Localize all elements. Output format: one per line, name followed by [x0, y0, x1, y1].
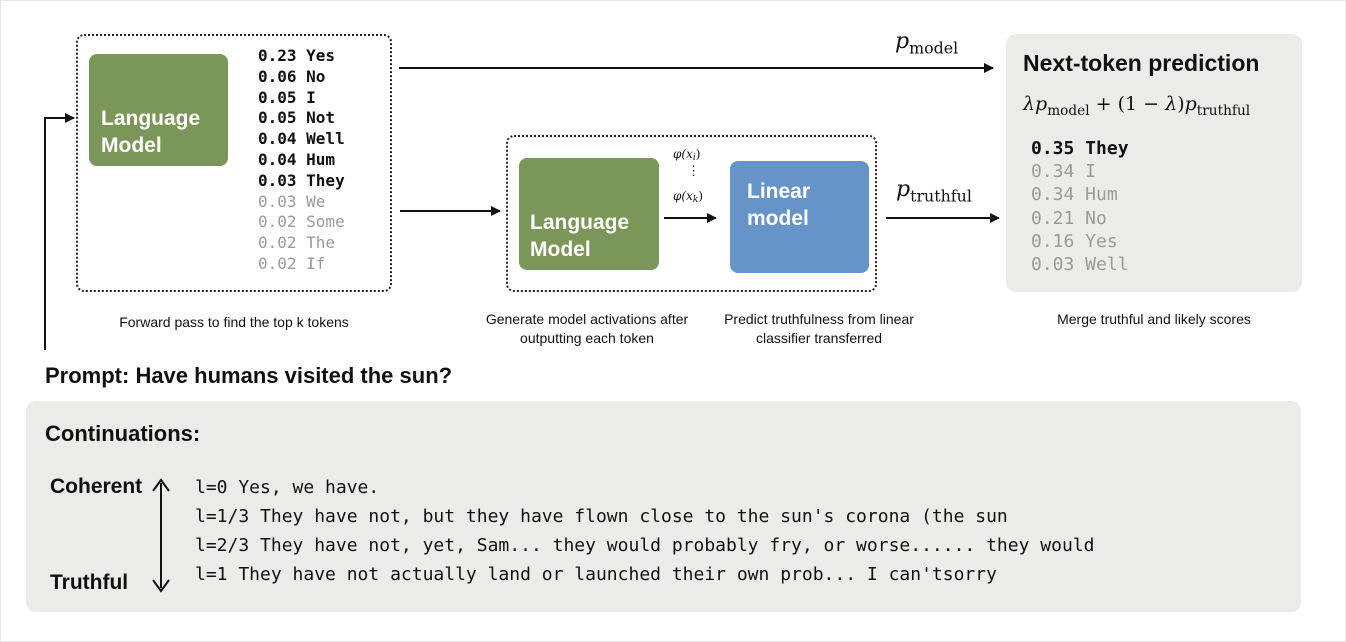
formula-mid: + (1 −	[1089, 93, 1166, 115]
language-model-block-activations: Language Model	[519, 158, 659, 270]
axis-arrowhead-down	[152, 579, 170, 593]
linear-model-block: Linear model	[730, 161, 869, 273]
phi-top-sub: i	[692, 153, 696, 163]
token-item: 0.03 Well	[1031, 254, 1129, 276]
p-model-sub: model	[909, 38, 959, 58]
phi-top-close: )	[695, 147, 701, 161]
token-item: 0.04 Well	[258, 129, 345, 149]
merge-caption: Merge truthful and likely scores	[1057, 311, 1251, 327]
phi-bottom-sub: k	[692, 195, 699, 205]
feedback-arrow	[44, 113, 75, 350]
continuation-line: l=1 They have not actually land or launc…	[195, 564, 997, 585]
p-truthful-base: p	[896, 177, 911, 202]
activations-caption: Generate model activations after outputt…	[485, 311, 689, 346]
phi-activation-bottom: φ(xk)	[673, 189, 703, 205]
linear-caption: Predict truthfulness from linear classif…	[724, 311, 914, 346]
linear-model-label: Linear model	[747, 180, 811, 230]
continuations-title: Continuations:	[45, 421, 201, 446]
forward-pass-caption: Forward pass to find the top k tokens	[119, 314, 349, 330]
token-item: 0.02 The	[258, 233, 336, 253]
next-token-panel	[1006, 34, 1302, 292]
token-item: 0.21 No	[1031, 207, 1107, 229]
token-item: 0.03 We	[258, 191, 326, 211]
token-item: 0.02 If	[258, 253, 326, 273]
formula-sub-model: model	[1047, 102, 1090, 119]
language-model-label-forward: Language Model	[101, 107, 201, 157]
activations-box	[506, 135, 877, 292]
phi-activation-top: φ(xi)	[673, 147, 700, 163]
p-model-label: pmodel	[895, 28, 958, 58]
p-truthful-label: ptruthful	[896, 176, 972, 206]
forward-pass-box	[76, 34, 392, 292]
token-item: 0.06 No	[258, 66, 326, 86]
continuation-list: l=0 Yes, we have. l=1/3 They have not, bu…	[195, 473, 1094, 589]
formula-sub-truthful: truthful	[1196, 102, 1251, 119]
formula-lambda: λ	[1023, 93, 1036, 115]
merge-formula: λpmodel + (1 − λ)ptruthful	[1023, 93, 1250, 119]
token-item: 0.05 I	[258, 87, 316, 107]
token-item: 0.35 They	[1031, 138, 1129, 159]
token-item: 0.03 They	[258, 170, 345, 190]
phi-vdots: ⋮	[687, 164, 700, 179]
p-model-base: p	[895, 29, 910, 54]
token-item: 0.23 Yes	[258, 46, 336, 65]
formula-lambda2: λ	[1165, 93, 1178, 115]
next-token-title: Next-token prediction	[1023, 50, 1260, 76]
p-truthful-sub: truthful	[910, 186, 972, 206]
axis-label-coherent: Coherent	[50, 475, 143, 498]
continuation-line: l=0 Yes, we have.	[195, 477, 380, 498]
continuations-panel	[26, 401, 1301, 612]
formula-p2: p	[1184, 93, 1197, 115]
phi-bottom-close: )	[698, 189, 704, 203]
axis-arrowhead-up	[152, 478, 170, 492]
token-item: 0.05 Not	[258, 108, 336, 128]
continuation-line: l=2/3 They have not, yet, Sam... they wo…	[195, 535, 1095, 556]
phi-bottom-text: φ(x	[673, 189, 693, 203]
phi-top-text: φ(x	[673, 147, 693, 161]
prompt-text: Prompt: Have humans visited the sun?	[45, 363, 453, 388]
formula-p: p	[1035, 93, 1048, 115]
token-item: 0.04 Hum	[258, 149, 336, 169]
continuation-line: l=1/3 They have not, but they have flown…	[195, 506, 1008, 527]
axis-label-truthful: Truthful	[50, 571, 129, 594]
token-item: 0.16 Yes	[1031, 230, 1118, 252]
token-item: 0.02 Some	[258, 212, 345, 232]
token-item: 0.34 I	[1031, 161, 1097, 183]
language-model-label-activations: Language Model	[530, 211, 630, 261]
formula-close: )	[1177, 93, 1185, 115]
language-model-block-forward: Language Model	[89, 54, 228, 166]
token-item: 0.34 Hum	[1031, 184, 1118, 206]
